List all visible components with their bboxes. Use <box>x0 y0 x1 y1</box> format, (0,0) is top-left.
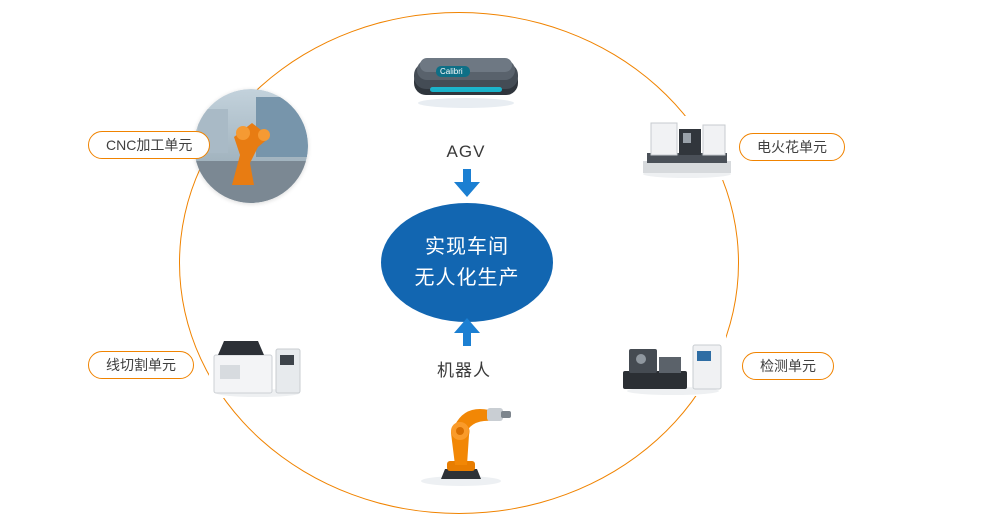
robot-label: 机器人 <box>437 361 491 380</box>
cnc-cell-icon <box>194 89 308 203</box>
edm-machine-image <box>636 116 738 180</box>
unit-label-wire-cut: 线切割单元 <box>106 357 176 373</box>
wire-cut-machine-image <box>209 334 307 398</box>
unit-label-edm: 电火花单元 <box>757 139 827 155</box>
robot-arm-icon <box>420 408 511 486</box>
agv-label: AGV <box>446 142 486 161</box>
inspection-machine-image <box>620 334 726 396</box>
center-text-line1: 实现车间 <box>425 235 509 258</box>
agv-device-text: Calibri <box>440 67 463 76</box>
down-arrow-icon <box>454 169 480 197</box>
unit-pill-wire-cut: 线切割单元 <box>88 351 194 379</box>
unit-label-inspection: 检测单元 <box>760 358 816 374</box>
unit-pill-edm: 电火花单元 <box>739 133 845 161</box>
unit-pill-inspection: 检测单元 <box>742 352 834 380</box>
agv-vehicle-icon: Calibri <box>414 58 518 108</box>
edm-machine-icon <box>643 122 731 178</box>
robot-image <box>403 388 521 488</box>
center-goal-ellipse: 实现车间 无人化生产 <box>381 203 553 322</box>
agv-image: Calibri <box>406 46 526 110</box>
inspection-machine-icon <box>623 344 722 395</box>
wire-cut-machine-icon <box>213 341 301 397</box>
unit-label-cnc: CNC加工单元 <box>106 137 193 153</box>
connection-ring <box>179 12 739 514</box>
up-arrow-icon <box>454 318 480 346</box>
cnc-cell-photo <box>194 89 308 203</box>
center-text-line2: 无人化生产 <box>414 266 520 289</box>
unit-pill-cnc: CNC加工单元 <box>88 131 211 159</box>
